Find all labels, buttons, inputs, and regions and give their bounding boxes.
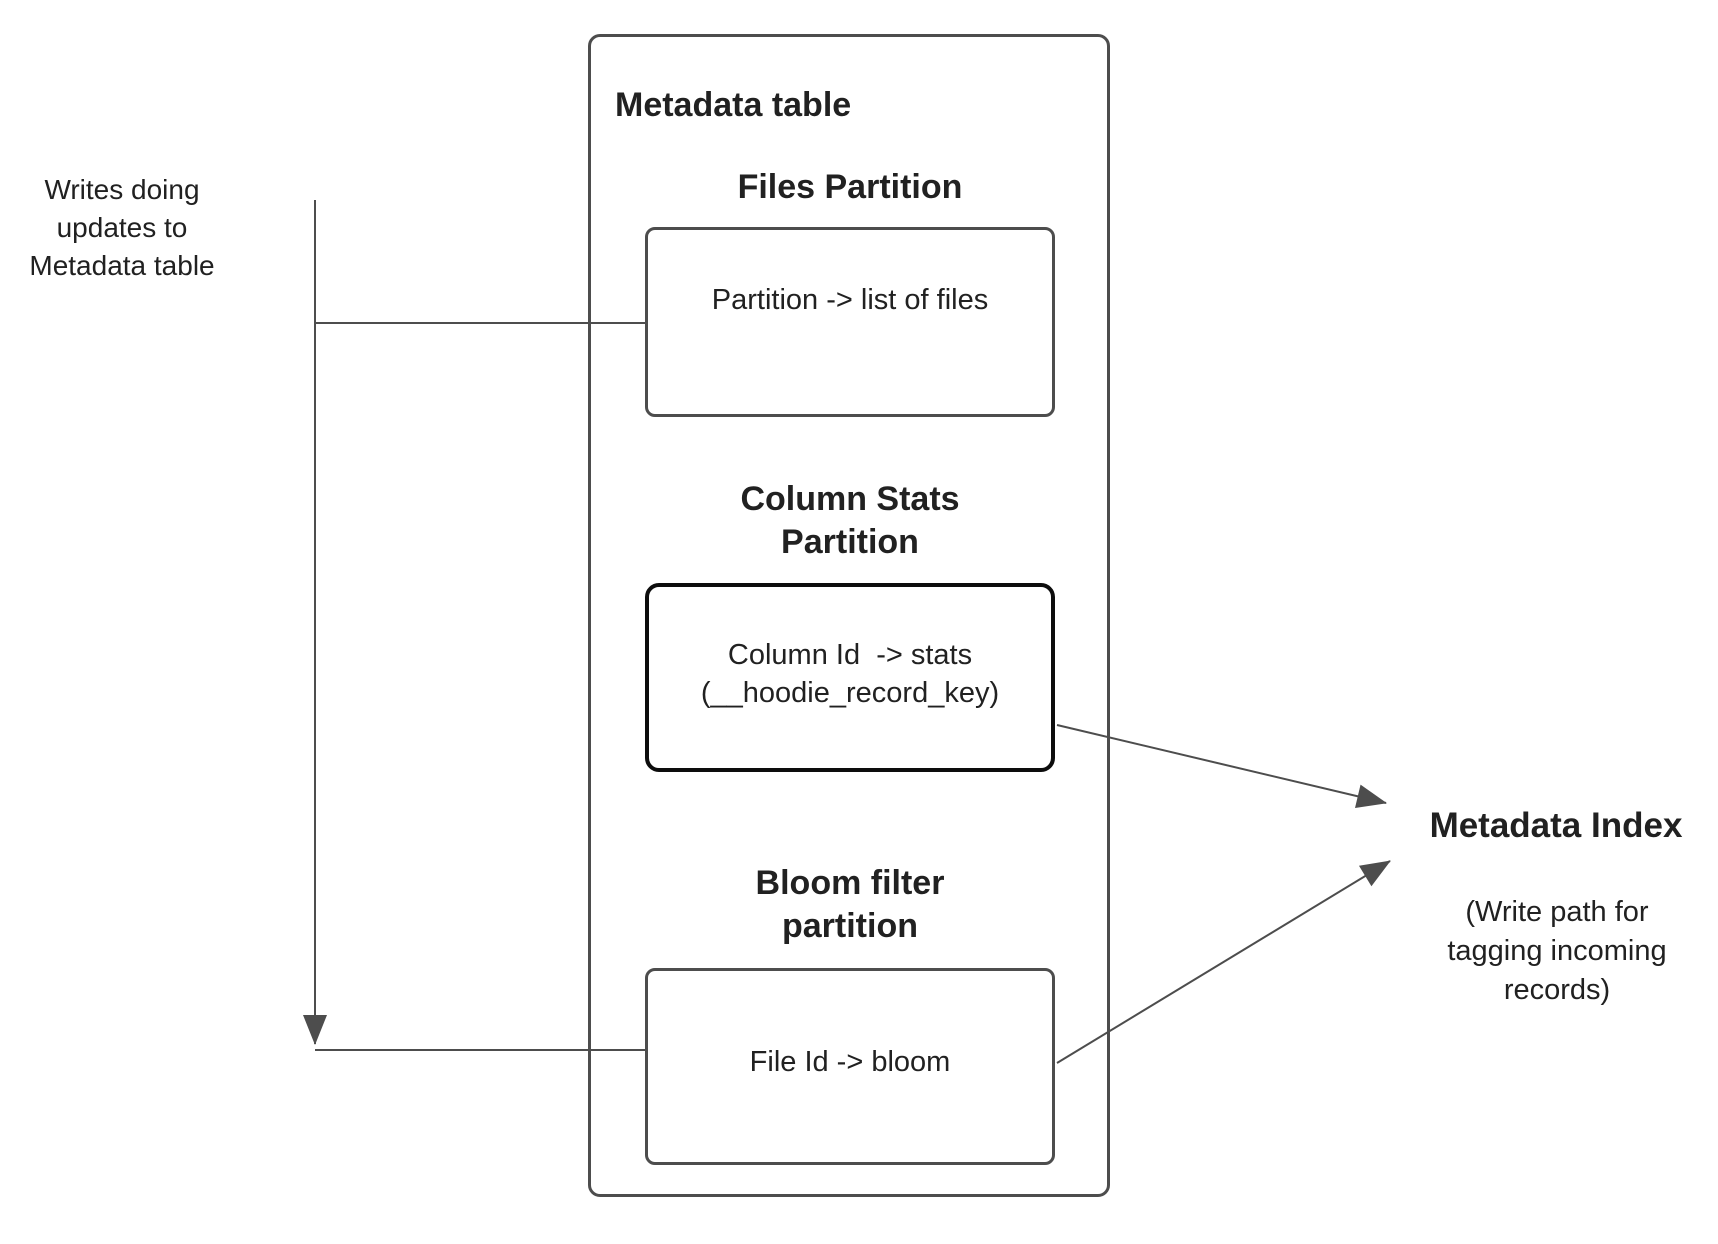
column-stats-partition-heading: Column Stats Partition: [740, 480, 960, 561]
column-stats-partition-box-text: Column Id -> stats (__hoodie_record_key): [700, 638, 1000, 709]
bloom-filter-partition-heading: Bloom filter partition: [755, 864, 945, 945]
bloom-filter-partition-box-text: File Id -> bloom: [749, 1045, 951, 1078]
column-stats-to-index-arrow: [1056, 724, 1387, 808]
column-stats-partition-box: Column Id -> stats (__hoodie_record_key): [645, 583, 1055, 772]
metadata-index-subtitle: (Write path for tagging incoming records…: [1447, 896, 1667, 1006]
files-partition-heading: Files Partition: [737, 168, 963, 206]
metadata-table-title: Metadata table: [615, 86, 852, 124]
bloom-filter-partition-box: File Id -> bloom: [645, 968, 1055, 1165]
bloom-to-index-arrow: [1056, 860, 1391, 1064]
files-partition-box-text: Partition -> list of files: [711, 284, 989, 316]
metadata-index-title: Metadata Index: [1429, 806, 1683, 845]
writes-note: Writes doing updates to Metadata table: [29, 174, 215, 281]
files-partition-box: Partition -> list of files: [645, 227, 1055, 417]
metadata-table-container: [588, 34, 1110, 1197]
